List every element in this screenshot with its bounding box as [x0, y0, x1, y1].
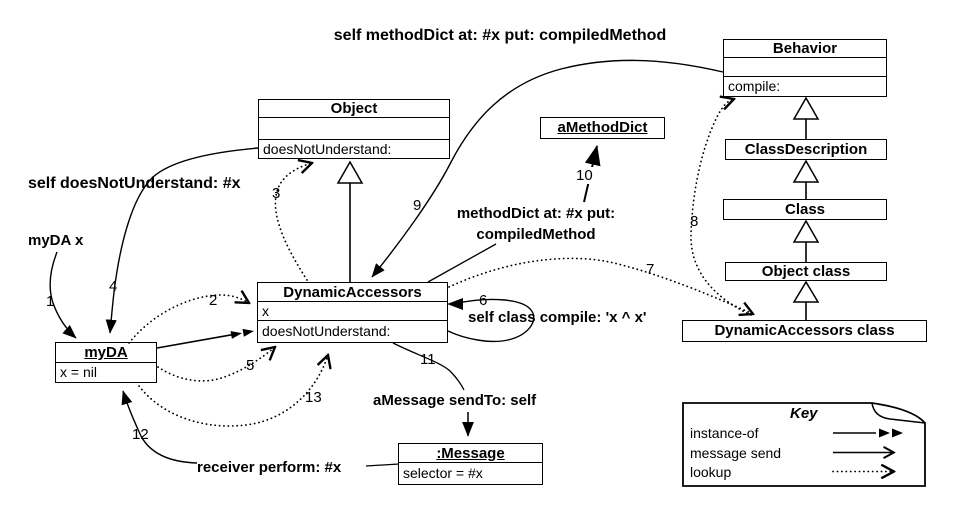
step-number-7: 7 [646, 261, 655, 278]
key-item-lookup: lookup [690, 464, 732, 480]
class-title: DynamicAccessors [283, 283, 422, 301]
instance-title: :Message [436, 444, 505, 462]
annotation-methoddict-put-line2: compiledMethod [476, 226, 596, 243]
classdescription-class-box: ClassDescription [725, 139, 887, 160]
step-number-4: 4 [109, 278, 118, 295]
class-title: ClassDescription [744, 140, 868, 158]
empty-compartment [259, 116, 449, 140]
message-instance-box: :Message selector = #x [398, 443, 543, 485]
annotation-methoddict-put-line1: methodDict at: #x put: [456, 205, 616, 222]
attribute-compartment: x [258, 301, 447, 320]
step-number-5: 5 [246, 357, 255, 374]
class-title: Object class [761, 262, 851, 280]
objectclass-class-box: Object class [725, 262, 887, 281]
class-title: Object [330, 99, 378, 117]
method-compartment: doesNotUnderstand: [259, 139, 449, 157]
annotation-self-dnu: self doesNotUnderstand: #x [28, 175, 241, 192]
instance-title: myDA [84, 343, 128, 361]
dynamicaccessors-class-box: DynamicAccessors x doesNotUnderstand: [257, 282, 448, 343]
annotation-self-class-compile: self class compile: 'x ^ x' [468, 309, 647, 326]
method-compartment: compile: [724, 75, 886, 96]
top-annotation: self methodDict at: #x put: compiledMeth… [333, 27, 667, 44]
behavior-class-box: Behavior compile: [723, 39, 887, 97]
annotation-methoddict-put: methodDict at: #x put: compiledMethod [450, 203, 622, 245]
step-number-13: 13 [305, 389, 322, 406]
attribute-compartment: x = nil [56, 361, 156, 382]
step-number-10: 10 [575, 167, 594, 184]
class-title: Class [784, 200, 826, 218]
step-number-6: 6 [479, 292, 488, 309]
class-title: DynamicAccessors class [714, 322, 895, 339]
key-item-instance-of: instance-of [690, 425, 759, 441]
step-number-1: 1 [46, 293, 55, 310]
empty-compartment [724, 56, 886, 76]
annotation-myda-x: myDA x [28, 232, 84, 249]
key-title: Key [790, 405, 818, 422]
annotation-receiver-perform: receiver perform: #x [197, 459, 342, 476]
step-number-3: 3 [272, 185, 281, 202]
step-number-8: 8 [690, 213, 699, 230]
step-number-11: 11 [420, 351, 436, 368]
method-compartment: doesNotUnderstand: [258, 319, 447, 342]
attribute-compartment: selector = #x [399, 462, 542, 483]
step-number-9: 9 [413, 197, 422, 214]
step-number-12: 12 [132, 426, 149, 443]
step-number-2: 2 [209, 292, 218, 309]
key-item-message-send: message send [690, 445, 782, 461]
dynamicaccessorsclass-class-box: DynamicAccessors class [682, 320, 927, 342]
annotation-amessage-sendto: aMessage sendTo: self [373, 392, 537, 409]
class-title: Behavior [772, 39, 838, 57]
